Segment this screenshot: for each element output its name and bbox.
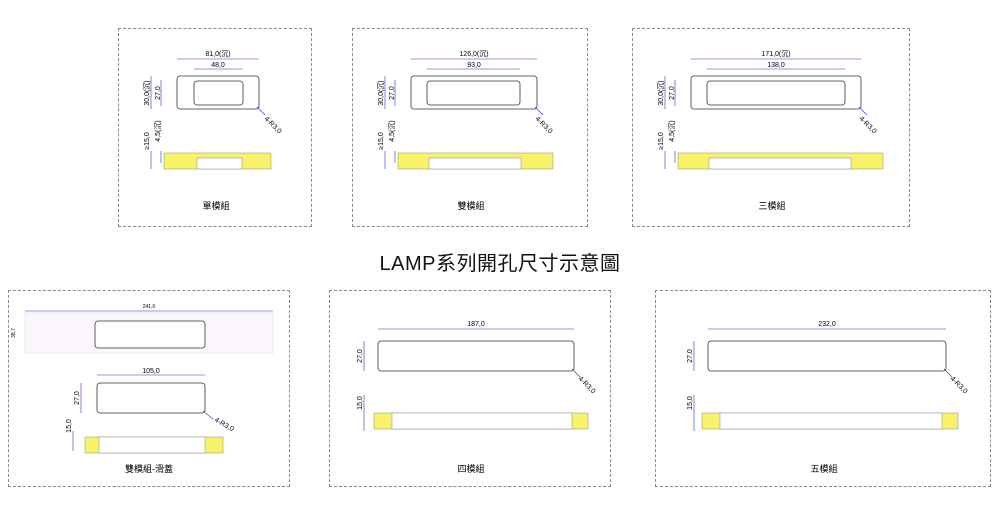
penta-radius-dim: 4-R3,0	[949, 375, 969, 395]
triple-inner-cutout	[706, 80, 846, 106]
quad-height-dim: 27,0	[357, 349, 364, 363]
triple-outer-dim: 171,0(沉)	[761, 50, 790, 58]
single-height-outer-dim: 30,0(沉)	[143, 80, 151, 105]
triple-depth-dim: ≥15,0	[658, 132, 665, 150]
panel-triple-module: 171,0(沉) 138,0 30,0(沉) 27,0 4-R3,0 ≥15,0…	[632, 28, 910, 227]
slide-cover-height-dim: 38,7	[11, 328, 17, 338]
double-inner-dim: 93,0	[467, 62, 481, 69]
slide-height-dim: 27,0	[74, 391, 81, 405]
triple-radius-dim: 4-R3,0	[858, 115, 878, 135]
triple-depth-sink-dim: 4,5(沉)	[668, 120, 676, 141]
triple-panel-title: 三模組	[758, 200, 785, 211]
single-height-inner-dim: 27,0	[155, 86, 162, 100]
main-title: LAMP系列開孔尺寸示意圖	[379, 253, 621, 275]
slide-radius-dim: 4-R3,0	[213, 417, 235, 434]
quad-cutout	[377, 340, 575, 372]
single-depth-dim: ≥15,0	[144, 132, 151, 150]
single-outer-dim: 81,0(沉)	[205, 50, 230, 58]
single-inner-dim: 48,0	[211, 62, 225, 69]
slide-width-dim: 105,0	[142, 368, 160, 375]
double-module-drawing: 126,0(沉) 93,0 30,0(沉) 27,0 4-R3,0 ≥15,0 …	[377, 50, 554, 211]
double-height-inner-dim: 27,0	[389, 86, 396, 100]
quad-width-dim: 187,0	[467, 321, 485, 328]
double-outer-dim: 126,0(沉)	[459, 50, 488, 58]
double-depth-dim: ≥15,0	[378, 132, 385, 150]
panel-double-module: 126,0(沉) 93,0 30,0(沉) 27,0 4-R3,0 ≥15,0 …	[352, 28, 588, 227]
triple-height-inner-dim: 27,0	[669, 86, 676, 100]
penta-depth-dim: 15,0	[687, 396, 694, 410]
slide-cutout	[96, 382, 206, 414]
penta-module-drawing: 232,0 27,0 4-R3,0 15,0 五模組	[687, 321, 969, 474]
penta-width-dim: 232,0	[818, 321, 836, 328]
panel-single-module: 81,0(沉) 48,0 30,0(沉) 27,0 4-R3,0 ≥15,0 4…	[118, 28, 312, 227]
slide-cover-width-dim: 241,0	[143, 304, 156, 310]
slide-depth-dim: 15,0	[66, 419, 73, 433]
double-slide-drawing: 241,0 38,7 105,0 27,0 4-R3,0 15,0 雙模組-滑蓋	[11, 304, 274, 474]
triple-height-outer-dim: 30,0(沉)	[657, 80, 665, 105]
panel-quad-module: 187,0 27,0 4-R3,0 15,0 四模組	[329, 290, 611, 487]
penta-cutout	[707, 340, 947, 372]
double-radius-dim: 4-R3,0	[534, 115, 554, 135]
double-inner-cutout	[426, 80, 521, 106]
single-panel-title: 單模組	[202, 200, 229, 211]
quad-module-drawing: 187,0 27,0 4-R3,0 15,0 四模組	[357, 321, 597, 474]
quad-panel-title: 四模組	[457, 463, 484, 474]
panel-double-slide: 241,0 38,7 105,0 27,0 4-R3,0 15,0 雙模組-滑蓋	[8, 290, 290, 487]
penta-height-dim: 27,0	[687, 349, 694, 363]
double-panel-title: 雙模組	[457, 200, 484, 211]
double-height-outer-dim: 30,0(沉)	[377, 80, 385, 105]
single-inner-cutout	[193, 80, 244, 106]
double-slide-panel-title: 雙模組-滑蓋	[125, 463, 173, 474]
triple-inner-dim: 138,0	[767, 62, 785, 69]
single-module-drawing: 81,0(沉) 48,0 30,0(沉) 27,0 4-R3,0 ≥15,0 4…	[143, 50, 283, 211]
double-depth-sink-dim: 4,5(沉)	[388, 120, 396, 141]
panel-penta-module: 232,0 27,0 4-R3,0 15,0 五模組	[655, 290, 991, 487]
quad-radius-dim: 4-R3,0	[577, 375, 597, 395]
slide-cover-cutout	[94, 320, 206, 349]
penta-panel-title: 五模組	[810, 463, 837, 474]
single-depth-sink-dim: 4,5(沉)	[154, 120, 162, 141]
single-radius-dim: 4-R3,0	[263, 115, 283, 135]
triple-module-drawing: 171,0(沉) 138,0 30,0(沉) 27,0 4-R3,0 ≥15,0…	[657, 50, 884, 211]
quad-depth-dim: 15,0	[357, 396, 364, 410]
